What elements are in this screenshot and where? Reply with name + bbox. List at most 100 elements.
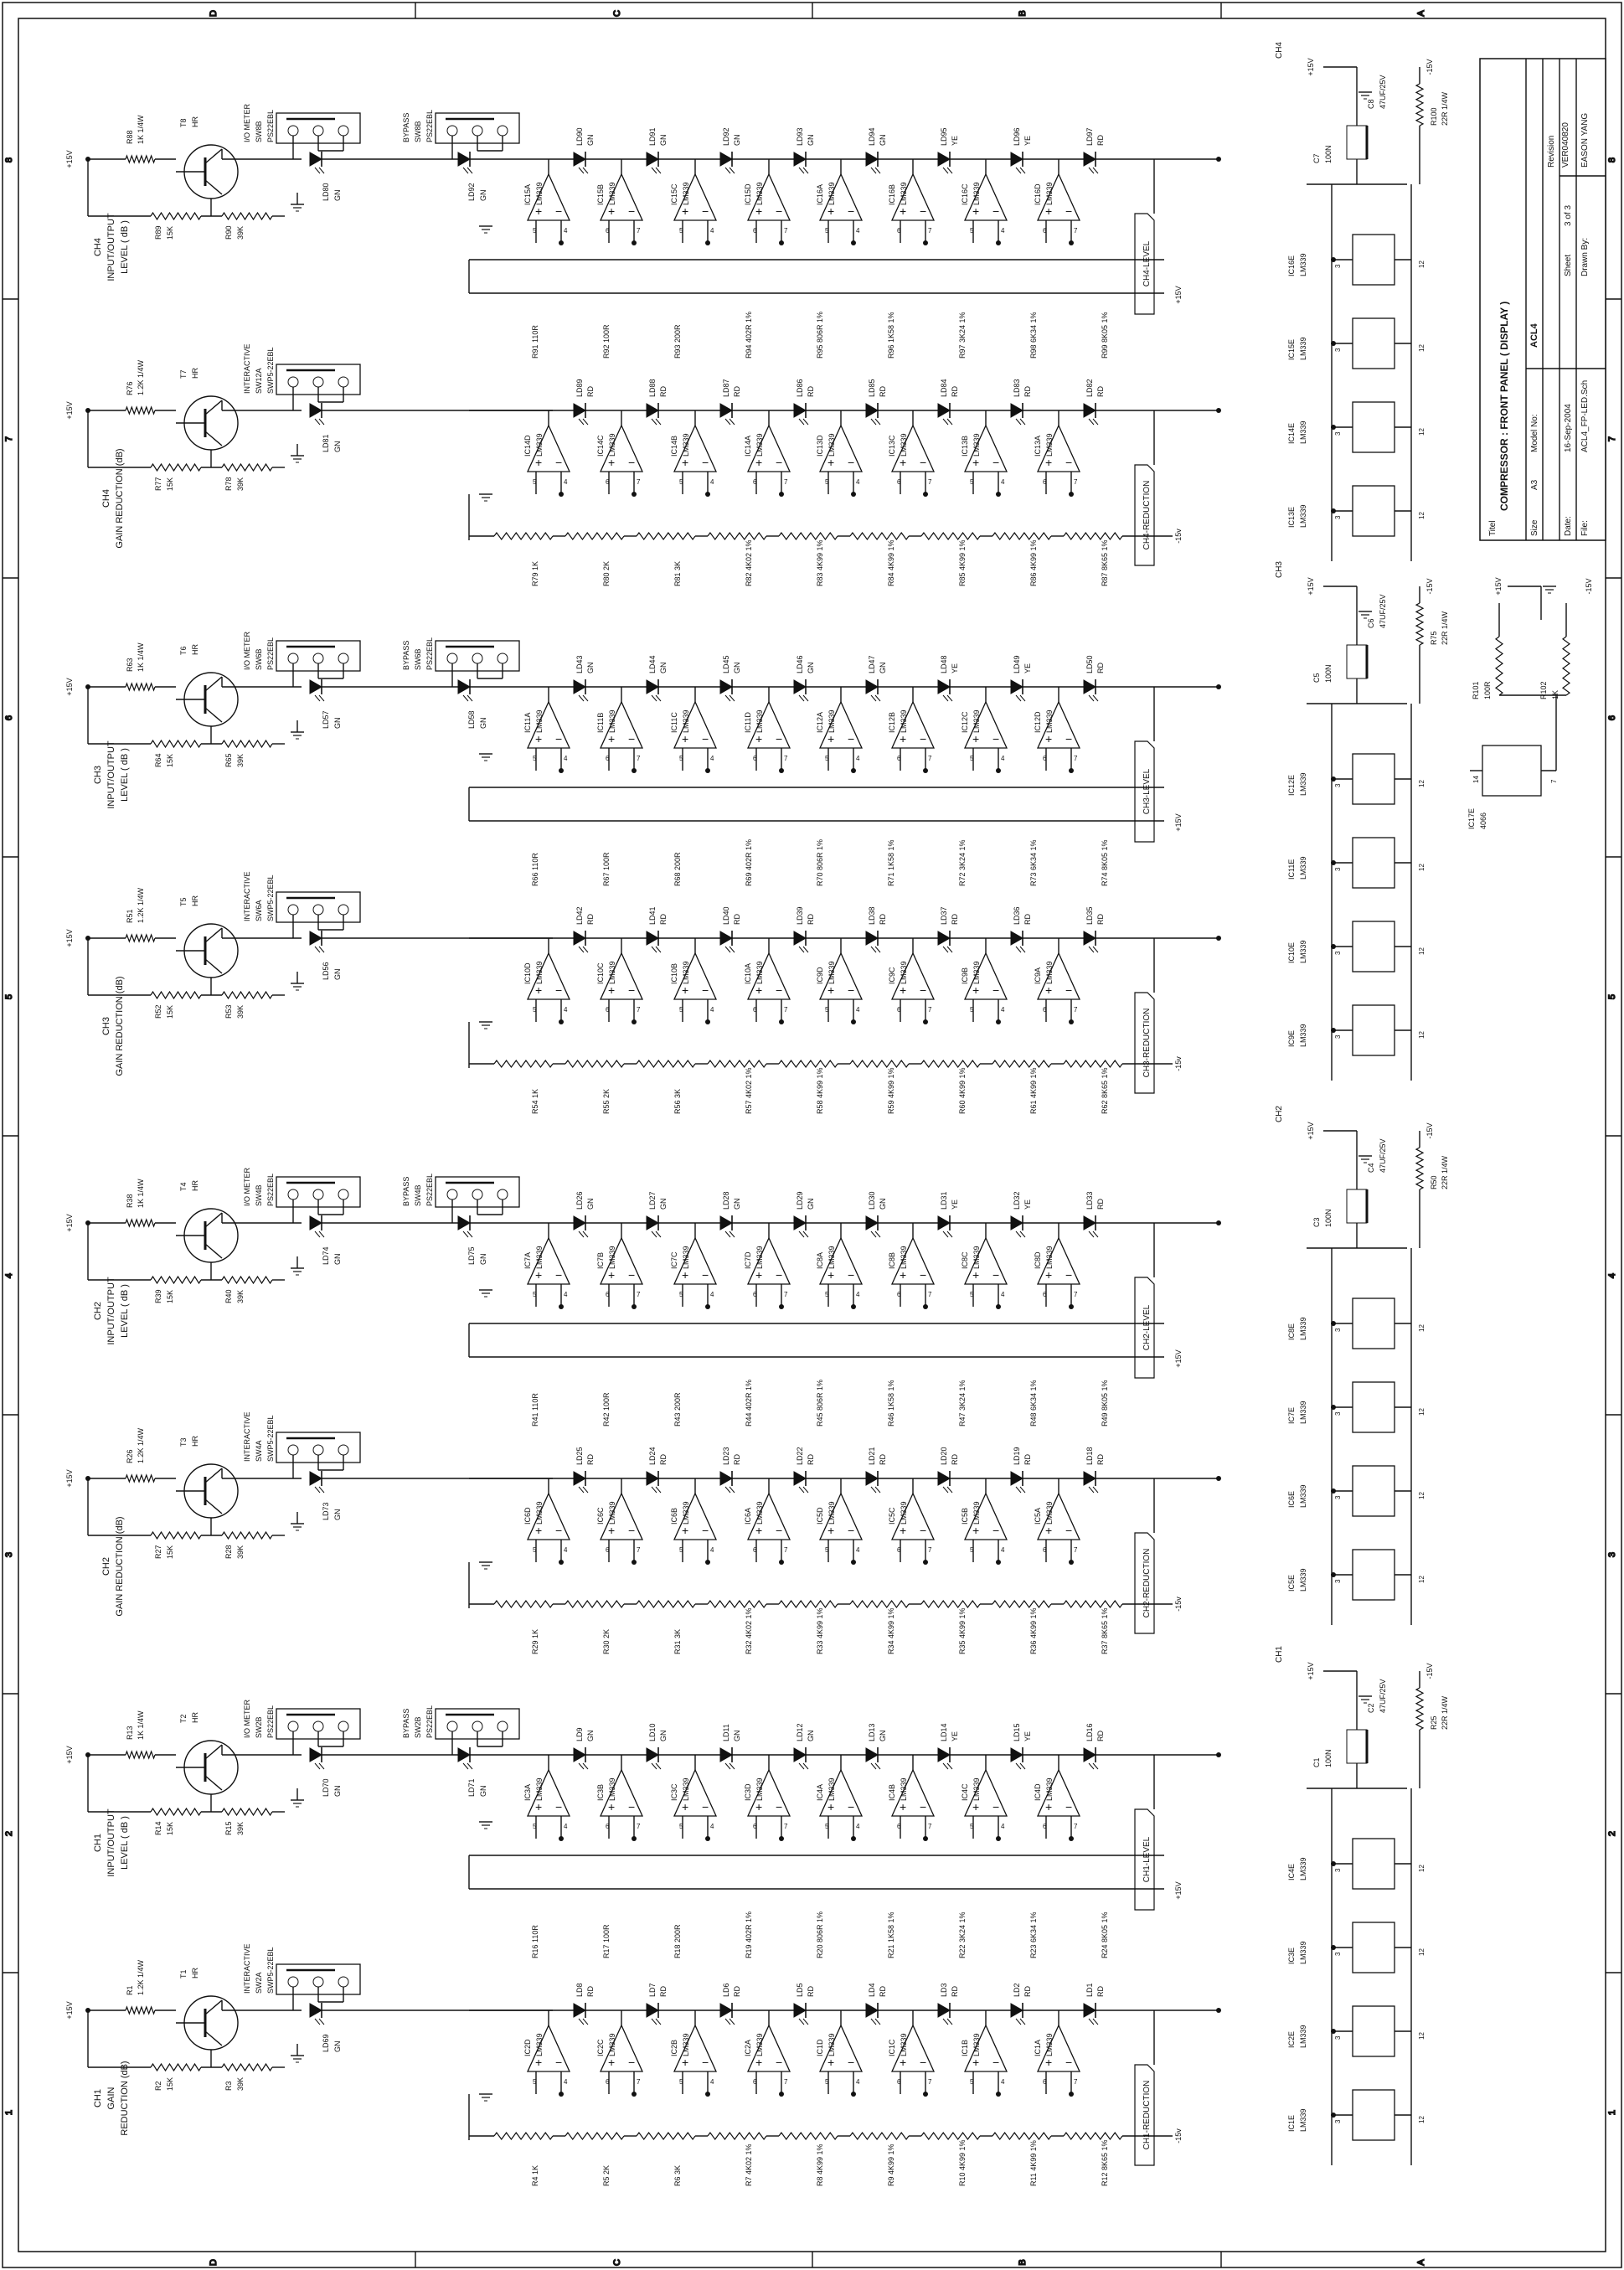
- resistor-ref: R76: [126, 381, 134, 395]
- bar-led-icon: [719, 1215, 734, 1230]
- plus-sign: +: [608, 456, 615, 469]
- led-arrow: [870, 694, 877, 702]
- led-ref: LD33: [1085, 1191, 1094, 1210]
- ic-type: LM339: [1299, 856, 1307, 880]
- plus-sign: +: [972, 1268, 979, 1282]
- comparator-icon: [526, 700, 571, 749]
- resistor-ref: R33 4K99 1%: [816, 1607, 824, 1654]
- ladder-resistor: [920, 2131, 981, 2141]
- led-color: GN: [733, 1199, 741, 1210]
- plus-sign: +: [755, 983, 762, 997]
- resistor-ref: R71 1K58 1%: [887, 839, 895, 886]
- led-color: GN: [333, 969, 342, 981]
- led-arrow: [724, 1762, 731, 1770]
- switch-terminal-icon: [312, 1444, 324, 1456]
- comparator-ref: IC9B: [961, 967, 969, 984]
- wire: [204, 148, 223, 164]
- switch-terminal-icon: [338, 1721, 349, 1732]
- plus-sign: +: [608, 204, 615, 218]
- led-color: GN: [733, 663, 741, 674]
- minus-sign: −: [1065, 1524, 1072, 1537]
- led-color: YE: [1023, 663, 1032, 673]
- border-number: 3: [4, 1552, 14, 1557]
- led-arrow: [802, 1762, 809, 1770]
- pin-number: 7: [784, 755, 788, 762]
- comparator-type: LM339: [827, 709, 836, 733]
- supply-label: +15V: [1494, 577, 1503, 595]
- led-arrow: [578, 418, 585, 426]
- ladder-resistor: [493, 531, 554, 541]
- input-resistor: [125, 1750, 156, 1760]
- pin-number: 6: [606, 1291, 610, 1298]
- led-arrow: [946, 1486, 953, 1494]
- junction-dot: [851, 1019, 856, 1024]
- net-label: CH3-LEVEL: [1142, 768, 1152, 814]
- ladder-resistor: [565, 531, 625, 541]
- wire: [204, 179, 223, 195]
- pin-number: 5: [533, 1006, 537, 1014]
- channel-group-label: CH2: [101, 1557, 111, 1576]
- led-color: GN: [659, 135, 668, 147]
- led-color: RD: [951, 1986, 959, 1997]
- comparator-icon: [526, 173, 571, 221]
- comparator-ref: IC6C: [596, 1507, 605, 1525]
- comparator-icon: [599, 1492, 644, 1540]
- ic-type: LM339: [1299, 1857, 1307, 1880]
- ic-power-box: [1352, 1465, 1395, 1517]
- title-text: COMPRESSOR : FRONT PANEL ( DISPLAY ): [1498, 302, 1510, 511]
- resistor-ref: R47 3K24 1%: [958, 1380, 967, 1426]
- comparator-ref: IC13D: [816, 435, 824, 457]
- led-arrow: [462, 167, 469, 174]
- led-arrow: [582, 167, 589, 174]
- pin-number: 5: [970, 1291, 974, 1298]
- led-arrow: [729, 946, 735, 953]
- minus-sign: −: [848, 456, 854, 469]
- led-arrow: [655, 1230, 662, 1238]
- resistor-value: 22R 1/4W: [1441, 611, 1449, 645]
- junction-dot: [779, 1019, 784, 1024]
- junction-dot: [632, 240, 637, 245]
- pin-number: 6: [1043, 1546, 1047, 1554]
- resistor-ref: R32 4K02 1%: [745, 1607, 753, 1654]
- led-color: RD: [879, 1454, 887, 1465]
- bar-led-icon: [865, 403, 879, 418]
- pin-number: 6: [753, 1546, 757, 1554]
- resistor-ref: R96 1K58 1%: [887, 312, 895, 359]
- border-letter: B: [1018, 2259, 1028, 2265]
- file-value: ACL4_FP-LED.Sch: [1580, 380, 1590, 452]
- comparator-icon: [673, 700, 718, 749]
- resistor-ref: R2: [154, 2081, 162, 2091]
- led-arrow: [467, 1230, 473, 1238]
- switch-ref: SW2B: [414, 1716, 422, 1738]
- channel-group-label: GAIN: [106, 2087, 116, 2110]
- bar-led-icon: [793, 1215, 807, 1230]
- ladder-resistor: [992, 531, 1052, 541]
- resistor-ref: R12 8K65 1%: [1101, 2139, 1109, 2186]
- comparator-type: LM339: [535, 1501, 544, 1525]
- switch-ref: SW4B: [414, 1184, 422, 1206]
- led-ref: LD84: [940, 379, 948, 397]
- pin-number: 5: [679, 227, 683, 235]
- junction-dot: [705, 1560, 710, 1565]
- comparator-type: LM339: [535, 2033, 544, 2056]
- ic-power-box: [1352, 753, 1395, 805]
- resistor-ref: R28: [224, 1545, 233, 1559]
- plus-sign: +: [972, 983, 979, 997]
- switch-ref: SW6B: [255, 648, 263, 670]
- led-ref: LD81: [322, 434, 330, 452]
- pin-number: 12: [1418, 344, 1426, 352]
- switch-terminal-icon: [446, 125, 458, 137]
- led-ref: LD29: [796, 1191, 804, 1210]
- resistor-ref: R10 4K99 1%: [958, 2139, 967, 2186]
- resistor-ref: R94 402R 1%: [745, 312, 753, 359]
- pin-number: 6: [753, 1823, 757, 1830]
- border-number: 4: [4, 1273, 14, 1278]
- pin-number: 5: [679, 1006, 683, 1014]
- pin-number: 4: [856, 1546, 860, 1554]
- led-ref: LD12: [796, 1723, 804, 1741]
- comparator-ref: IC8B: [888, 1252, 896, 1269]
- resistor-value: 22R 1/4W: [1441, 1155, 1449, 1189]
- bar-led-icon: [1083, 152, 1097, 167]
